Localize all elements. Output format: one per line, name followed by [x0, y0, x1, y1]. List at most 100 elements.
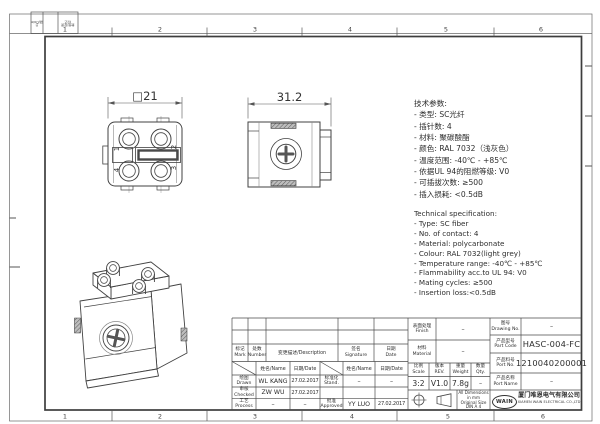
revision-mark-header: 标记 Mark [234, 347, 246, 358]
checked-date: 27.02.2017 [291, 389, 319, 396]
ferrules [97, 261, 155, 294]
contact-numbers: 1 2 4 3 [113, 145, 178, 172]
company-name-cn: 厦门唯恩电气有限公司 [518, 392, 580, 399]
drawn-date: 27.02.2017 [291, 378, 319, 384]
side-view: 31.2 [247, 90, 332, 188]
grid-label: 5 [444, 26, 448, 34]
rev-value: V1.0 [430, 378, 449, 388]
spec-en-item: - Insertion loss:<0.5dB [414, 288, 496, 298]
stand-date: – [389, 377, 394, 385]
approved-name: YY LUO [347, 400, 371, 408]
spec-cn-item: - 材料: 聚碳酸酯 [414, 133, 470, 143]
top-ruler-numbers: 1 2 3 4 5 6 [63, 26, 543, 34]
name-column-header: 姓名/Name [260, 366, 286, 372]
finish-value: – [461, 325, 465, 333]
date-column-header: 日期/Date [293, 366, 317, 372]
grid-label: 1 [63, 413, 67, 421]
top-ruler [111, 27, 495, 37]
spec-cn-title: 技术参数: [414, 99, 447, 108]
spec-en-item: - No. of contact: 4 [414, 228, 479, 238]
contact-number: 3 [170, 166, 178, 170]
spec-en-title: Technical specification: [414, 209, 498, 218]
contact-number: 4 [113, 167, 121, 172]
spec-cn-item: - 插针数: 4 [414, 121, 452, 131]
drawn-name: WL KANG [258, 377, 288, 385]
part-no-value: 1210040200001 [515, 358, 588, 368]
contact-number: 1 [113, 147, 121, 151]
phillips-screw-icon [106, 328, 126, 348]
stand-label: 标准化 Stand. [324, 375, 339, 386]
grid-label: 1 [63, 26, 67, 34]
qty-label: 数量 Qty. [475, 364, 486, 375]
grid-label: 2 [158, 26, 162, 34]
revision-signature-header: 签名 Signature [344, 347, 368, 358]
side-dimension-label: 31.2 [277, 90, 303, 104]
process-name: – [271, 400, 275, 408]
process-date: – [303, 400, 307, 408]
spec-en-item: - Colour: RAL 7032(light grey) [414, 248, 521, 258]
spec-cn-item: - 插入损耗: <0.5dB [414, 189, 483, 199]
fold-box-date: 日期/Date [31, 12, 43, 34]
bottom-ruler [111, 410, 495, 421]
projection-symbols [411, 392, 452, 408]
spec-en-item: - Material: polycarbonate [414, 238, 505, 248]
grid-label: 6 [541, 413, 545, 421]
dimensions-note: All Dimensions in mm Original Size DIN A… [458, 389, 490, 410]
spec-cn-item: - 温度范围: -40℃ - +85℃ [414, 155, 508, 165]
material-value: – [461, 348, 465, 355]
weight-label: 重量 Weight [452, 364, 469, 375]
part-code-label: 产品型号 Part Code [494, 338, 517, 349]
grid-label: 5 [446, 413, 450, 421]
checked-name: ZW WU [261, 389, 285, 397]
spec-en-item: - Mating cycles: ≥500 [414, 278, 493, 288]
process-label: 工艺 Process [235, 398, 253, 410]
scale-label: 比例 Scale [412, 364, 425, 375]
checked-label: 审核 Checked [234, 387, 254, 398]
grid-label: 4 [348, 26, 352, 34]
drawing-no-label: 图号 Drawing No. [491, 321, 520, 332]
finish-label: 表面处理 Finish [412, 323, 432, 334]
dimensions-note-line2: Original Size DIN A 4 [460, 399, 487, 410]
qty-value: – [478, 379, 483, 387]
front-dimension-label: □21 [132, 89, 158, 103]
drawing-frame [44, 35, 583, 411]
approved-label: 批准 Approved [320, 398, 343, 410]
grid-label: 6 [539, 26, 543, 34]
company-name-en: XIAMEN WAIN ELECTRICAL CO.,LTD [517, 400, 581, 404]
name-column-header: 姓名/Name [346, 366, 372, 372]
grid-label: 4 [350, 413, 354, 421]
grid-label: 3 [253, 413, 257, 421]
spec-en-item: - Type: SC fiber [414, 218, 469, 228]
spec-block-cn: 技术参数: - 类型: SC光纤 - 插针数: 4 - 材料: 聚碳酸酯 - 颜… [414, 98, 513, 200]
part-code-value: HASC-004-FC [522, 339, 581, 349]
spec-en-item: - Temperature range: -40℃ - +85℃ [414, 258, 543, 268]
dimensions-note-line1: All Dimensions in mm [458, 389, 489, 400]
spec-en-item: - Flammability acc.to UL 94: V0 [414, 268, 527, 278]
front-dimension [107, 97, 183, 119]
iso-view [74, 261, 188, 389]
material-label: 材料 Material [412, 346, 432, 357]
weight-value: 7.8g [452, 378, 469, 388]
drawn-label: 绘图 Drawn [236, 375, 252, 386]
bottom-ruler-numbers: 1 2 3 4 5 6 [63, 413, 545, 421]
spec-cn-item: - 依据UL 94的阻燃等级: V0 [414, 167, 510, 177]
approved-date: 27.02.2017 [377, 401, 406, 408]
part-no-label: 产品料号 Port No. [496, 357, 515, 368]
spec-cn-item: - 类型: SC光纤 [414, 110, 465, 120]
revision-date-header: 日期 Date [385, 347, 397, 358]
fold-box-change: 数量/变更 标记 [58, 12, 78, 34]
stand-name: – [357, 377, 361, 385]
phillips-screw-icon [277, 145, 295, 163]
drawing-no-value: – [549, 323, 554, 330]
rev-label: 版本 REV. [434, 364, 445, 375]
side-dimension [247, 97, 332, 127]
date-column-header: 日期/Date [380, 366, 403, 372]
contact-number: 2 [170, 145, 178, 149]
part-name-value: – [549, 378, 554, 385]
revision-number-header: 处数 Number [247, 347, 267, 358]
wain-logo: WAIN [492, 395, 517, 409]
revision-description-header: 变更描述/Description [277, 351, 327, 357]
grid-label: 3 [253, 26, 257, 34]
